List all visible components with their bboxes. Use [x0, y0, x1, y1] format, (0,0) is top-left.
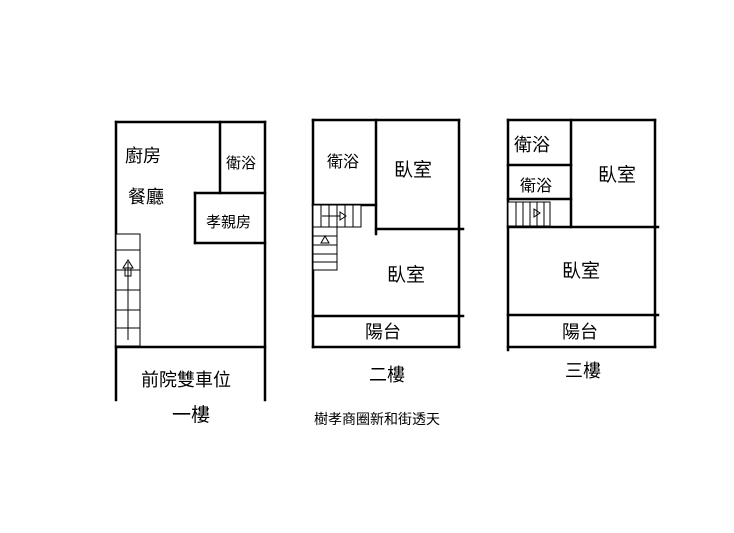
- room-label-bedroom: 臥室: [394, 159, 432, 181]
- room-label-bath: 衛浴: [520, 176, 552, 195]
- room-label-front-yard-parking: 前院雙車位: [141, 370, 231, 391]
- floor-title-2f: 二樓: [369, 365, 405, 386]
- floor-title-1f: 一樓: [172, 404, 210, 426]
- staircase: [115, 233, 141, 347]
- staircase: [507, 201, 551, 227]
- room-label-bedroom: 臥室: [387, 264, 425, 286]
- floor-plan-1f: 廚房 餐廳 衛浴 孝親房 前院雙車位 一樓: [114, 120, 267, 426]
- room-label-bath: 衛浴: [226, 154, 256, 172]
- floor-title-3f: 三樓: [565, 361, 601, 382]
- room-label-bedroom: 臥室: [562, 260, 600, 282]
- stair-arrow-right-icon: [339, 211, 347, 221]
- room-label-balcony: 陽台: [365, 322, 401, 343]
- floor-plan-3f: 衛浴 衛浴 臥室 臥室 陽台 三樓: [506, 118, 660, 382]
- stair-arrow-right-icon: [533, 208, 541, 218]
- room-label-bath: 衛浴: [327, 152, 359, 171]
- room-label-bedroom: 臥室: [598, 164, 636, 186]
- room-label-dining: 餐廳: [128, 187, 164, 208]
- room-label-bath: 衛浴: [514, 135, 550, 156]
- staircase: [312, 204, 362, 271]
- plan-caption: 樹孝商圈新和街透天: [314, 412, 440, 428]
- room-label-kitchen: 廚房: [125, 145, 161, 167]
- room-label-balcony: 陽台: [562, 322, 598, 343]
- room-label-elder-room: 孝親房: [206, 213, 251, 231]
- stair-arrow-up-icon: [320, 234, 330, 244]
- floor-plan-2f: 衛浴 臥室 臥室 陽台 二樓: [311, 118, 465, 386]
